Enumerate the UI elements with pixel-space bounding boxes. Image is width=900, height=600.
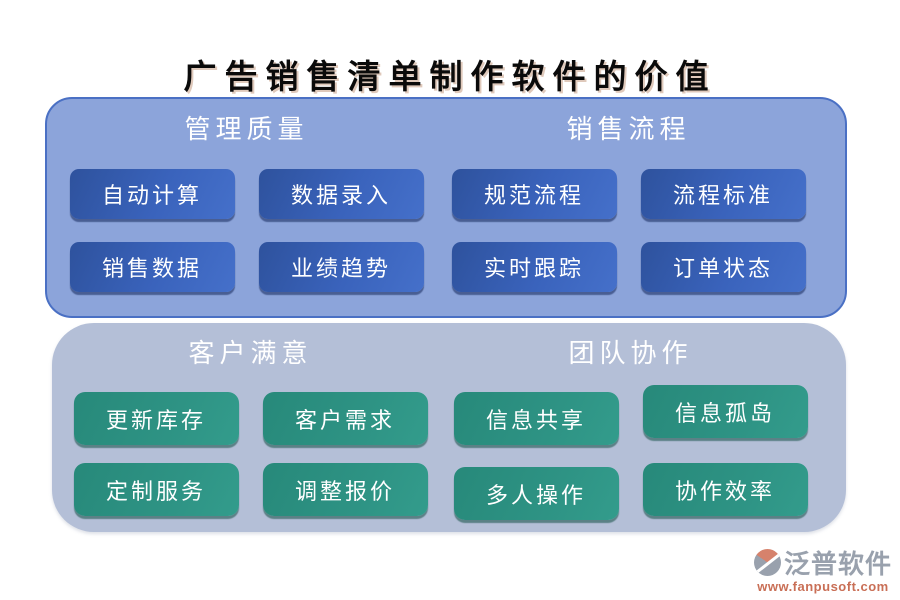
btn-collab-efficiency[interactable]: 协作效率	[642, 463, 808, 516]
btn-custom-service[interactable]: 定制服务	[73, 463, 239, 516]
btn-sales-data[interactable]: 销售数据	[69, 242, 235, 292]
section-sales-process: 销售流程 规范流程 流程标准 实时跟踪 订单状态	[429, 99, 828, 316]
btn-info-silo[interactable]: 信息孤岛	[642, 385, 808, 438]
btn-info-sharing[interactable]: 信息共享	[453, 392, 619, 445]
brand-name: 泛普软件	[783, 550, 892, 579]
section-header-team-collaboration: 团队协作	[568, 339, 693, 368]
page-title: 广告销售清单制作软件的价值	[183, 60, 717, 96]
btn-update-inventory[interactable]: 更新库存	[73, 392, 239, 445]
btn-multi-user[interactable]: 多人操作	[453, 467, 619, 520]
brand-url: www.fanpusoft.com	[757, 579, 889, 594]
btn-order-status[interactable]: 订单状态	[640, 242, 806, 292]
brand-footer: 泛普软件 www.fanpusoft.com	[753, 544, 892, 594]
panel-top: 管理质量 自动计算 数据录入 销售数据 业绩趋势 销售流程 规范流程 流程标准 …	[45, 97, 847, 318]
button-grid: 自动计算 数据录入 销售数据 业绩趋势	[69, 169, 424, 292]
brand-logo-icon	[753, 549, 781, 576]
section-customer-satisfaction: 客户满意 更新库存 客户需求 定制服务 调整报价	[52, 323, 449, 532]
btn-adjust-quote[interactable]: 调整报价	[262, 463, 428, 516]
btn-data-entry[interactable]: 数据录入	[258, 169, 424, 219]
button-grid: 信息共享 信息孤岛 多人操作 协作效率	[453, 385, 808, 520]
section-management-quality: 管理质量 自动计算 数据录入 销售数据 业绩趋势	[47, 99, 446, 316]
button-grid: 更新库存 客户需求 定制服务 调整报价	[73, 392, 428, 516]
brand-row: 泛普软件	[753, 544, 892, 581]
btn-standard-process[interactable]: 规范流程	[451, 169, 617, 219]
btn-performance-trend[interactable]: 业绩趋势	[258, 242, 424, 292]
btn-process-standard[interactable]: 流程标准	[640, 169, 806, 219]
section-header-sales-process: 销售流程	[566, 115, 691, 144]
btn-auto-calc[interactable]: 自动计算	[69, 169, 235, 219]
section-header-management-quality: 管理质量	[184, 115, 309, 144]
button-grid: 规范流程 流程标准 实时跟踪 订单状态	[451, 169, 806, 292]
panel-bottom: 客户满意 更新库存 客户需求 定制服务 调整报价 团队协作 信息共享 信息孤岛 …	[52, 323, 846, 532]
btn-customer-needs[interactable]: 客户需求	[262, 392, 428, 445]
btn-realtime-tracking[interactable]: 实时跟踪	[451, 242, 617, 292]
section-team-collaboration: 团队协作 信息共享 信息孤岛 多人操作 协作效率	[432, 323, 829, 532]
section-header-customer-satisfaction: 客户满意	[188, 339, 313, 368]
